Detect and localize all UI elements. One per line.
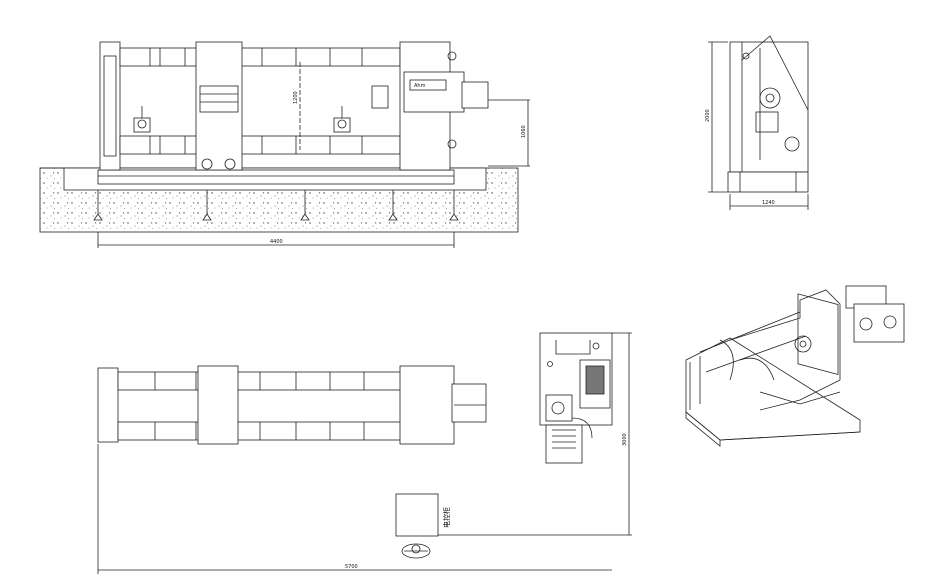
plan-length-dim: 5700 bbox=[345, 564, 358, 570]
control-cabinet bbox=[395, 493, 439, 537]
control-cabinet-label: 电控柜 bbox=[442, 507, 451, 528]
plan-left-end bbox=[97, 367, 119, 443]
hydraulic-power-unit-view bbox=[539, 332, 613, 464]
main-cylinder-frame: Ahm bbox=[371, 41, 489, 171]
specimen-clamp-right bbox=[333, 106, 351, 133]
side-width-dim: 1240 bbox=[762, 200, 775, 206]
plan-crosshead bbox=[197, 365, 239, 445]
left-end-plate bbox=[99, 41, 121, 171]
side-upper-wheel bbox=[759, 87, 781, 109]
front-length-dim: 4400 bbox=[270, 239, 283, 245]
anchor-bolts bbox=[93, 190, 459, 221]
movable-crosshead bbox=[195, 41, 243, 171]
nameplate-text: Ahm bbox=[414, 83, 426, 89]
base-frame bbox=[97, 169, 455, 185]
front-height-dim-inner: 1200 bbox=[293, 91, 299, 104]
operator-symbol bbox=[401, 543, 431, 559]
specimen-clamp-left bbox=[133, 106, 151, 133]
front-height-dim-outer: 1060 bbox=[521, 125, 527, 138]
upper-tie-rod bbox=[119, 47, 401, 67]
plan-cylinder-frame bbox=[399, 365, 455, 445]
side-height-dim: 2000 bbox=[705, 109, 711, 122]
side-lower-wheel bbox=[784, 136, 800, 152]
side-view: 2000 1240 bbox=[705, 35, 809, 210]
plan-width-dim: 3000 bbox=[622, 433, 628, 446]
lower-tie-rod bbox=[119, 135, 401, 155]
plan-view: 5700 3000 电控柜 bbox=[97, 332, 632, 574]
front-elevation-view: Ahm 1200 1060 4400 bbox=[39, 41, 530, 248]
isometric-view bbox=[685, 285, 905, 447]
